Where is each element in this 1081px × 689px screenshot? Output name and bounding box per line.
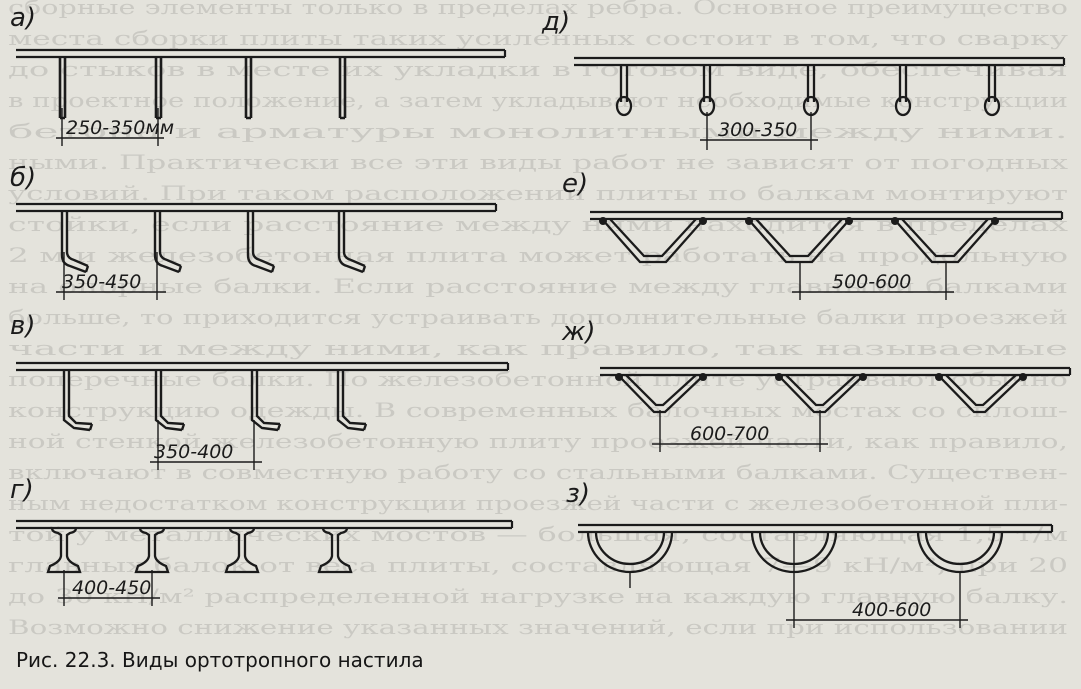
panel-b: б) 350-450 bbox=[10, 163, 498, 300]
panel-label: в) bbox=[10, 311, 35, 341]
panel-label: е) bbox=[562, 169, 588, 199]
trapezoid-rib bbox=[601, 218, 997, 264]
background-text-line: условий. При таком расположении плиты по… bbox=[8, 181, 1068, 205]
panel-label: ж) bbox=[561, 317, 596, 347]
bulb-rib bbox=[62, 370, 368, 432]
panel-label: б) bbox=[10, 163, 36, 193]
background-text-line: места сборки плиты таких усиленных состо… bbox=[8, 26, 1068, 50]
background-text-line: стойки, если расстояние между ними наход… bbox=[8, 212, 1069, 236]
panel-a: а) 250-350мм bbox=[10, 3, 507, 146]
dimension-line bbox=[150, 420, 262, 470]
panel-label: а) bbox=[10, 3, 36, 33]
background-text-line: до стыков в месте их укладки в готовом в… bbox=[8, 57, 1068, 81]
dimension-label: 400-450 bbox=[72, 577, 151, 599]
dimension-label: 600-700 bbox=[690, 423, 769, 445]
panel-zh: ж) 600-700 bbox=[561, 317, 1072, 452]
dimension-label: 350-450 bbox=[62, 271, 141, 293]
background-text-line: на опорные балки. Если расстояние между … bbox=[8, 274, 1068, 298]
background-text-line: 2 м и железобетонная плита может работат… bbox=[8, 243, 1068, 267]
dimension-line bbox=[700, 112, 818, 150]
panel-g: г) 400-450 bbox=[10, 475, 514, 606]
deck-plate bbox=[16, 202, 498, 213]
background-text-line: части и между ними, как правило, так наз… bbox=[8, 336, 1068, 360]
dimension-label: 400-600 bbox=[852, 599, 931, 621]
panel-z: з) 400-600 bbox=[566, 479, 1054, 628]
background-text-line: Возможно снижение указанных значений, ес… bbox=[8, 615, 1068, 639]
background-text-line: включают в совместную работу со стальным… bbox=[8, 460, 1068, 484]
background-page-text: сборные элементы только в пределах ребра… bbox=[8, 0, 1069, 639]
background-text-line: ными. Практически все эти виды работ не … bbox=[8, 150, 1069, 174]
dimension-line bbox=[792, 262, 954, 300]
panel-d: д) 300-350 bbox=[541, 7, 1066, 150]
panel-label: г) bbox=[10, 475, 34, 505]
panel-e: е) 500-600 bbox=[562, 169, 1064, 300]
deck-plate bbox=[16, 361, 510, 372]
background-text-line: в проектное положение, а затем укладываю… bbox=[8, 88, 1068, 112]
background-text-line: ной стенкой железобетонную плиту проезже… bbox=[8, 429, 1068, 453]
dimension-line bbox=[58, 570, 160, 606]
deck-plate bbox=[590, 210, 1064, 221]
dimension-line bbox=[56, 252, 166, 300]
deck-plate bbox=[16, 519, 514, 530]
dimension-line bbox=[56, 108, 164, 146]
background-text-line: конструкцию одежды. В современных балочн… bbox=[8, 398, 1068, 422]
background-text-line: до 30 кН/м² распределенной нагрузке на к… bbox=[8, 584, 1068, 608]
background-text-line: сборные элементы только в пределах ребра… bbox=[8, 0, 1068, 19]
v-rib bbox=[617, 374, 1025, 414]
dimension-label: 500-600 bbox=[832, 271, 911, 293]
dimension-label: 300-350 bbox=[718, 119, 797, 141]
dimension-line bbox=[629, 532, 968, 628]
dimension-label: 250-350мм bbox=[66, 117, 174, 139]
deck-plate bbox=[574, 56, 1066, 67]
weld-point bbox=[615, 373, 1027, 381]
background-text-line: бетона и арматуры монолитными между ними… bbox=[8, 119, 1068, 143]
deck-plate bbox=[16, 48, 507, 59]
deck-plate bbox=[578, 523, 1054, 534]
dimension-line bbox=[652, 410, 828, 452]
dimension-label: 350-400 bbox=[154, 441, 233, 463]
background-text-line: главных балок от веса плиты, составляюща… bbox=[8, 553, 1068, 577]
panel-label: д) bbox=[541, 7, 570, 37]
background-text-line: ным недостатком конструкции проезжей час… bbox=[8, 491, 1068, 515]
background-text-line: больше, то приходится устраивать дополни… bbox=[8, 305, 1068, 329]
weld-point bbox=[599, 217, 999, 225]
panel-label: з) bbox=[566, 479, 590, 509]
figure-caption: Рис. 22.3. Виды ортотропного настила bbox=[16, 648, 424, 672]
deck-plate bbox=[600, 366, 1072, 377]
panel-v: в) 350-400 bbox=[10, 311, 510, 470]
angle-rib bbox=[60, 211, 367, 274]
